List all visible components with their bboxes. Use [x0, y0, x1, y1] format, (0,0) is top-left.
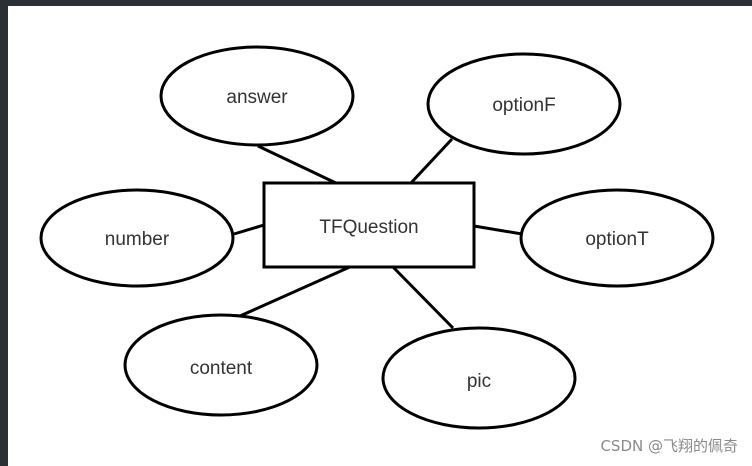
attribute-label-content: content	[190, 358, 253, 379]
connector-optionT	[473, 224, 523, 236]
attribute-label-optionF: optionF	[492, 95, 555, 116]
entity-box	[262, 181, 476, 269]
connector-optionF	[408, 137, 454, 186]
connectors	[233, 137, 523, 330]
attribute-answer	[159, 45, 355, 147]
attribute-content	[123, 313, 319, 417]
connector-pic	[390, 264, 455, 330]
connector-number	[233, 223, 265, 236]
attribute-label-optionT: optionT	[585, 229, 649, 250]
connector-content	[239, 264, 353, 318]
attribute-label-number: number	[105, 229, 170, 250]
attribute-pic	[381, 326, 577, 430]
attribute-optionT	[519, 188, 715, 288]
entity-label: TFQuestion	[319, 217, 418, 238]
attribute-label-answer: answer	[226, 87, 288, 108]
watermark: CSDN @飞翔的佩奇	[600, 437, 738, 455]
attribute-number	[39, 188, 235, 288]
attribute-label-pic: pic	[467, 371, 491, 392]
attribute-optionF	[426, 52, 622, 156]
connector-answer	[257, 144, 339, 186]
